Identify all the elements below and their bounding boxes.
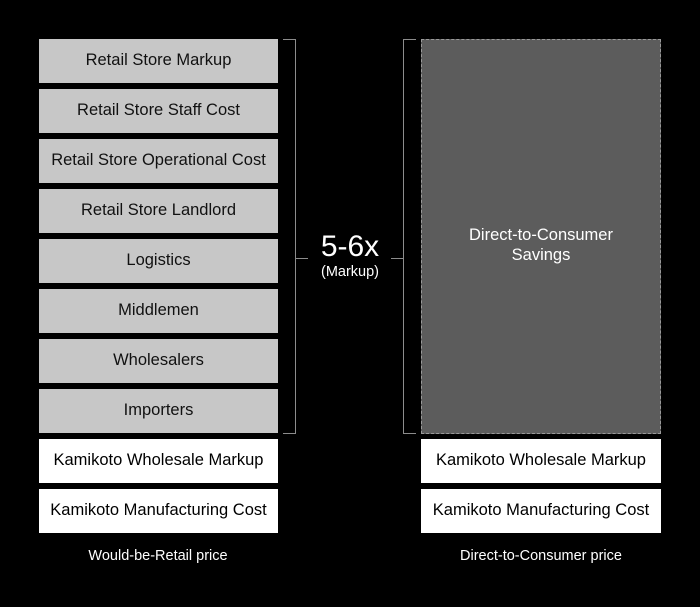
savings-label: Direct-to-Consumer Savings — [469, 226, 613, 264]
cost-layer-logistics: Logistics — [39, 239, 278, 283]
markup-multiplier: 5-6x — [320, 230, 380, 263]
right-bracket-tick — [391, 258, 403, 259]
right-bracket — [403, 39, 416, 434]
direct-to-consumer-price-caption: Direct-to-Consumer price — [460, 548, 622, 564]
cost-layer-middlemen: Middlemen — [39, 289, 278, 333]
direct-to-consumer-savings-block: Direct-to-Consumer Savings — [421, 39, 661, 434]
left-manufacturing-cost: Kamikoto Manufacturing Cost — [39, 489, 278, 533]
cost-layer-wholesalers: Wholesalers — [39, 339, 278, 383]
cost-layer-retail-store-landlord: Retail Store Landlord — [39, 189, 278, 233]
left-bracket-tick — [296, 258, 308, 259]
left-bracket — [283, 39, 296, 434]
would-be-retail-price-caption: Would-be-Retail price — [88, 548, 228, 564]
markup-note: (Markup) — [320, 264, 379, 280]
right-manufacturing-cost: Kamikoto Manufacturing Cost — [421, 489, 661, 533]
left-wholesale-markup: Kamikoto Wholesale Markup — [39, 439, 278, 483]
cost-layer-importers: Importers — [39, 389, 278, 433]
right-wholesale-markup: Kamikoto Wholesale Markup — [421, 439, 661, 483]
cost-layer-retail-store-markup: Retail Store Markup — [39, 39, 278, 83]
cost-layer-retail-store-staff-cost: Retail Store Staff Cost — [39, 89, 278, 133]
cost-layer-retail-store-operational-cost: Retail Store Operational Cost — [39, 139, 278, 183]
